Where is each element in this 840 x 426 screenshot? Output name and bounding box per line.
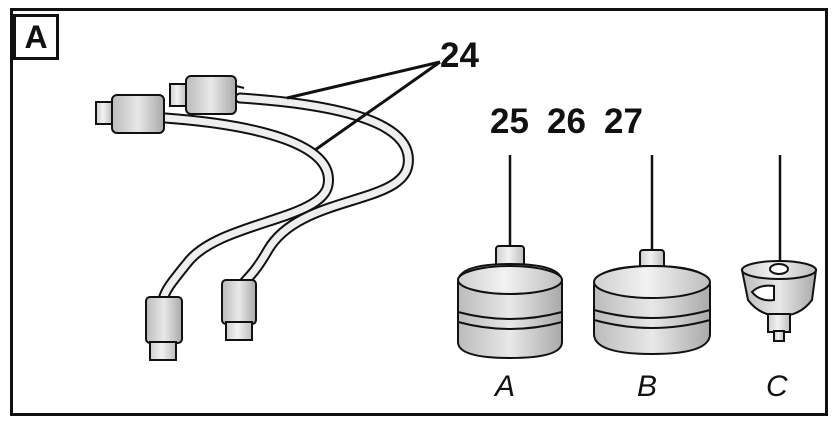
nozzle-b-icon	[593, 249, 711, 356]
panel-label: A	[24, 19, 48, 55]
variant-label-b: B	[637, 370, 658, 403]
callout-26: 26	[547, 102, 586, 141]
twin-tube-icon	[95, 75, 414, 361]
variant-label-a: A	[495, 370, 516, 403]
variant-label-c: C	[766, 370, 788, 403]
nozzle-c-icon	[740, 260, 818, 342]
callout-24: 24	[440, 36, 479, 75]
nozzle-a-icon	[457, 245, 563, 360]
callout-25: 25	[490, 102, 529, 141]
panel-label-box: A	[13, 14, 59, 60]
callout-27: 27	[604, 102, 643, 141]
leader-nozzles	[508, 155, 782, 262]
leader-24	[286, 60, 441, 152]
